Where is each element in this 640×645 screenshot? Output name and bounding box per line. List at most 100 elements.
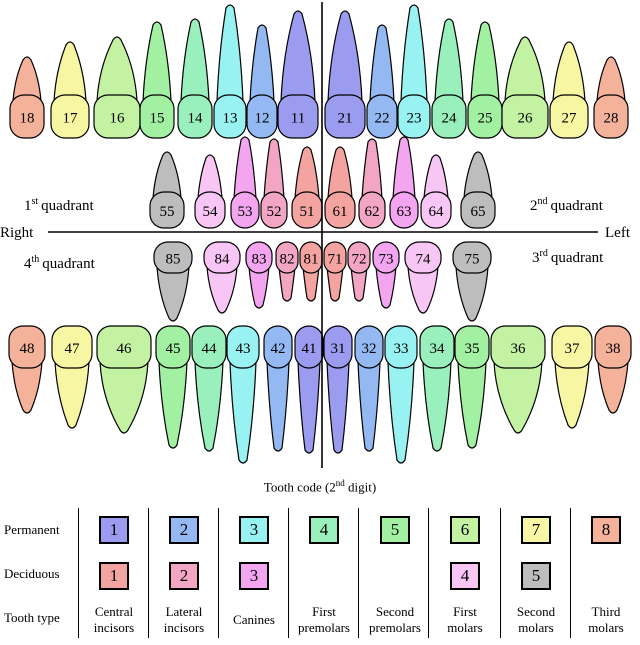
tooth-12: 12	[246, 24, 278, 139]
tooth-18: 18	[9, 56, 45, 139]
tooth-crown-44	[191, 325, 227, 369]
tooth-16: 16	[93, 36, 141, 139]
tooth-root-17	[53, 41, 87, 102]
tooth-64: 64	[420, 154, 452, 229]
legend-column-divider	[358, 508, 359, 638]
tooth-61: 61	[324, 146, 356, 229]
tooth-root-64	[423, 154, 449, 199]
tooth-85: 85	[153, 241, 193, 322]
tooth-crown-18	[9, 94, 45, 139]
tooth-13: 13	[213, 4, 247, 139]
tooth-74: 74	[404, 241, 442, 314]
tooth-crown-54	[194, 191, 226, 229]
tooth-54: 54	[194, 154, 226, 229]
tooth-number-16: 16	[110, 111, 126, 127]
tooth-crown-48	[8, 325, 46, 369]
tooth-crown-35	[454, 325, 490, 369]
tooth-33: 33	[384, 325, 418, 464]
tooth-65: 65	[460, 151, 496, 229]
tooth-81: 81	[299, 241, 323, 302]
legend-title: Tooth code (2nd digit)	[263, 478, 377, 495]
tooth-73: 73	[372, 241, 400, 309]
tooth-code-legend: Tooth code (2nd digit) Permanent Deciduo…	[0, 478, 640, 645]
tooth-crown-22	[366, 94, 398, 139]
tooth-number-28: 28	[604, 111, 619, 127]
tooth-root-26	[504, 36, 546, 102]
tooth-root-35	[457, 361, 487, 449]
tooth-root-21	[327, 10, 363, 102]
tooth-root-27	[552, 41, 586, 102]
tooth-root-82	[278, 266, 296, 302]
tooth-34: 34	[419, 325, 455, 452]
tooth-45: 45	[155, 325, 191, 449]
tooth-71: 71	[323, 241, 347, 302]
tooth-number-33: 33	[394, 341, 409, 357]
tooth-41: 41	[294, 325, 324, 454]
legend-column-divider	[218, 508, 219, 638]
permanent-code-4: 4	[309, 516, 339, 544]
tooth-root-51	[294, 146, 320, 199]
tooth-root-42	[266, 361, 290, 452]
tooth-root-61	[327, 146, 353, 199]
tooth-crown-14	[177, 94, 213, 139]
tooth-72: 72	[347, 241, 371, 302]
tooth-number-74: 74	[416, 252, 432, 268]
tooth-root-83	[248, 266, 270, 309]
tooth-number-31: 31	[331, 341, 346, 357]
tooth-number-72: 72	[352, 252, 367, 268]
tooth-number-53: 53	[238, 204, 253, 220]
tooth-root-65	[463, 151, 493, 199]
permanent-code-8: 8	[591, 516, 621, 544]
deciduous-code-5: 5	[521, 562, 551, 590]
tooth-root-53	[233, 136, 257, 199]
tooth-crown-55	[149, 191, 185, 229]
tooth-crown-72	[347, 241, 371, 274]
tooth-number-71: 71	[328, 252, 343, 268]
tooth-32: 32	[354, 325, 384, 452]
tooth-crown-74	[404, 241, 442, 274]
tooth-crown-84	[203, 241, 241, 274]
row-label-type: Tooth type	[4, 610, 60, 625]
tooth-root-44	[194, 361, 224, 452]
tooth-43: 43	[226, 325, 260, 464]
tooth-crown-71	[323, 241, 347, 274]
tooth-number-61: 61	[333, 204, 348, 220]
tooth-crown-82	[275, 241, 299, 274]
tooth-number-17: 17	[63, 111, 79, 127]
tooth-crown-42	[263, 325, 293, 369]
tooth-crown-33	[384, 325, 418, 369]
tooth-root-54	[197, 154, 223, 199]
tooth-number-34: 34	[430, 341, 446, 357]
tooth-31: 31	[323, 325, 353, 454]
tooth-number-14: 14	[188, 111, 204, 127]
tooth-root-63	[392, 136, 416, 199]
legend-row-deciduous: Deciduous	[0, 552, 640, 596]
tooth-26: 26	[501, 36, 549, 139]
tooth-number-75: 75	[465, 252, 480, 268]
tooth-14: 14	[177, 18, 213, 139]
tooth-number-73: 73	[379, 252, 394, 268]
tooth-number-11: 11	[291, 111, 305, 127]
tooth-root-72	[350, 266, 368, 302]
tooth-root-34	[422, 361, 452, 452]
tooth-number-63: 63	[397, 204, 412, 220]
tooth-crown-46	[96, 325, 152, 369]
tooth-number-27: 27	[562, 111, 578, 127]
tooth-number-41: 41	[302, 341, 317, 357]
tooth-number-43: 43	[236, 341, 251, 357]
tooth-root-38	[597, 361, 629, 414]
tooth-number-85: 85	[166, 252, 181, 268]
tooth-number-54: 54	[203, 204, 219, 220]
tooth-number-55: 55	[160, 204, 175, 220]
tooth-root-71	[326, 266, 344, 302]
tooth-63: 63	[389, 136, 419, 229]
tooth-number-83: 83	[252, 252, 267, 268]
tooth-root-18	[12, 56, 42, 102]
tooth-62: 62	[358, 138, 386, 229]
tooth-number-65: 65	[471, 204, 486, 220]
tooth-root-12	[249, 24, 275, 102]
tooth-root-73	[375, 266, 397, 309]
